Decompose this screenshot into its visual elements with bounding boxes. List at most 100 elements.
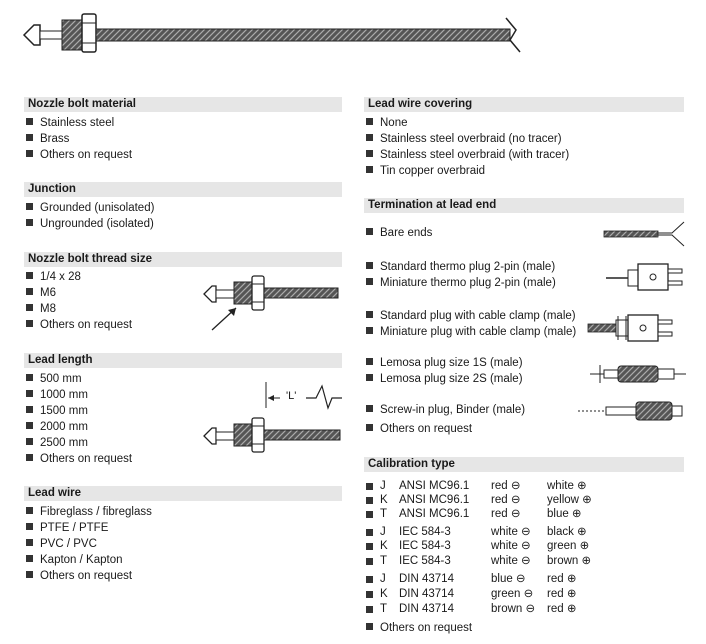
list-item: None — [366, 116, 408, 131]
list-item: 2000 mm — [26, 420, 88, 435]
list-item: M8 — [26, 302, 56, 317]
bullet-icon — [26, 571, 33, 578]
list-item: Screw-in plug, Binder (male) — [366, 403, 525, 418]
nozzle-bolt-material-header: Nozzle bolt material — [24, 97, 342, 112]
list-item: Miniature thermo plug 2-pin (male) — [366, 276, 556, 291]
bullet-icon — [366, 278, 373, 285]
bullet-icon — [366, 118, 373, 125]
bullet-icon — [26, 150, 33, 157]
bullet-icon — [26, 507, 33, 514]
bullet-icon — [26, 438, 33, 445]
bullet-icon — [366, 358, 373, 365]
bullet-icon — [366, 134, 373, 141]
bullet-icon — [26, 390, 33, 397]
bullet-icon — [366, 166, 373, 173]
bare-ends-illustration — [603, 221, 685, 247]
bullet-icon — [26, 320, 33, 327]
thermocouple-probe-illustration — [22, 13, 521, 53]
bullet-icon — [26, 118, 33, 125]
list-item: 500 mm — [26, 372, 82, 387]
list-item: Bare ends — [366, 226, 432, 241]
bullet-icon — [366, 511, 373, 518]
lead-wire-header: Lead wire — [24, 486, 342, 501]
bullet-icon — [366, 150, 373, 157]
list-item: Stainless steel overbraid (no tracer) — [366, 132, 562, 147]
bullet-icon — [366, 623, 373, 630]
bullet-icon — [26, 539, 33, 546]
list-item: 2500 mm — [26, 436, 88, 451]
list-item: Stainless steel — [26, 116, 114, 131]
bullet-icon — [366, 497, 373, 504]
bullet-icon — [26, 304, 33, 311]
list-item: Others on request — [26, 569, 132, 584]
bullet-icon — [366, 529, 373, 536]
list-item: 1000 mm — [26, 388, 88, 403]
bullet-icon — [26, 374, 33, 381]
list-item: M6 — [26, 286, 56, 301]
list-item: PTFE / PTFE — [26, 521, 108, 536]
termination-header: Termination at lead end — [364, 198, 684, 213]
lead-length-illustration — [203, 382, 342, 453]
lead-length-header: Lead length — [24, 353, 342, 368]
list-item: Others on request — [26, 452, 132, 467]
bullet-icon — [366, 374, 373, 381]
bullet-icon — [26, 219, 33, 226]
list-item: Others on request — [26, 318, 132, 333]
thread-size-header: Nozzle bolt thread size — [24, 252, 342, 267]
bullet-icon — [26, 555, 33, 562]
bullet-icon — [366, 483, 373, 490]
list-item: Miniature plug with cable clamp (male) — [366, 325, 576, 340]
bullet-icon — [366, 558, 373, 565]
thread-size-illustration — [203, 275, 339, 331]
list-item: Others on request — [366, 621, 472, 636]
bullet-icon — [366, 262, 373, 269]
thermo-plug-illustration — [606, 263, 683, 291]
lemosa-plug-illustration — [590, 365, 686, 383]
bullet-icon — [26, 523, 33, 530]
bullet-icon — [366, 424, 373, 431]
list-item: Stainless steel overbraid (with tracer) — [366, 148, 569, 163]
lead-wire-covering-header: Lead wire covering — [364, 97, 684, 112]
bullet-icon — [26, 454, 33, 461]
bullet-icon — [366, 327, 373, 334]
list-item: Ungrounded (isolated) — [26, 217, 154, 232]
list-item: Fibreglass / fibreglass — [26, 505, 152, 520]
list-item: Others on request — [366, 422, 472, 437]
list-item: Kapton / Kapton — [26, 553, 122, 568]
list-item: Standard plug with cable clamp (male) — [366, 309, 576, 324]
calibration-type-header: Calibration type — [364, 457, 684, 472]
list-item: 1500 mm — [26, 404, 88, 419]
bullet-icon — [366, 606, 373, 613]
list-item: Lemosa plug size 2S (male) — [366, 372, 523, 387]
list-item: Grounded (unisolated) — [26, 201, 154, 216]
list-item: Others on request — [26, 148, 132, 163]
list-item: Tin copper overbraid — [366, 164, 485, 179]
bullet-icon — [366, 543, 373, 550]
bullet-icon — [26, 203, 33, 210]
list-item: PVC / PVC — [26, 537, 97, 552]
bullet-icon — [366, 311, 373, 318]
clamp-plug-illustration — [587, 314, 673, 342]
junction-header: Junction — [24, 182, 342, 197]
bullet-icon — [366, 405, 373, 412]
list-item: 1/4 x 28 — [26, 270, 81, 285]
bullet-icon — [26, 272, 33, 279]
binder-plug-illustration — [578, 401, 683, 421]
bullet-icon — [366, 228, 373, 235]
list-item: Brass — [26, 132, 69, 147]
bullet-icon — [26, 406, 33, 413]
bullet-icon — [26, 422, 33, 429]
list-item: Lemosa plug size 1S (male) — [366, 356, 523, 371]
length-dimension-label: 'L' — [286, 390, 297, 402]
bullet-icon — [26, 288, 33, 295]
bullet-icon — [366, 576, 373, 583]
